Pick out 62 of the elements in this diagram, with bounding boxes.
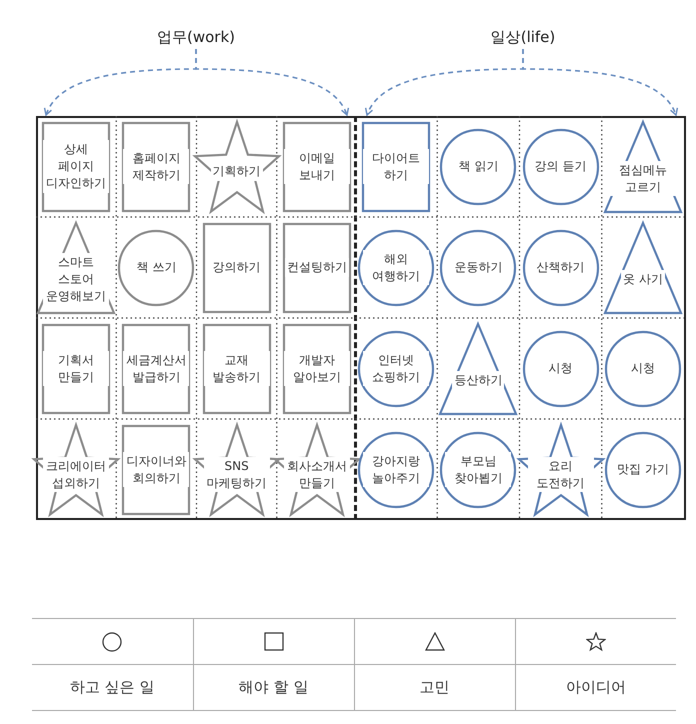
star-shape	[34, 424, 118, 514]
circle-shape	[119, 230, 194, 304]
dashed-arrow	[522, 49, 678, 116]
square-shape	[284, 224, 350, 312]
square-shape	[204, 224, 270, 312]
item-label: 회사소개서 만들기	[284, 456, 350, 492]
item-label: 이메일 보내기	[284, 148, 350, 184]
circle-shape	[359, 432, 434, 506]
category-title: 일상(life)	[463, 26, 583, 48]
item-label: 부모님 찾아뵙기	[445, 452, 512, 488]
star-shape	[518, 424, 603, 514]
circle-shape	[441, 230, 516, 304]
category-title: 업무(work)	[136, 26, 256, 48]
item-label: 크리에이터 섭외하기	[43, 456, 110, 492]
item-label: 디자이너와 회의하기	[123, 452, 190, 488]
square-shape	[123, 426, 190, 514]
legend-text: 하고 싶은 일	[70, 678, 155, 696]
item-label: 등산하기	[452, 371, 504, 390]
circle-shape	[441, 130, 516, 204]
square-shape	[123, 122, 190, 210]
item-label: 인터넷 쇼핑하기	[363, 350, 430, 386]
item-label: 해외 여행하기	[363, 250, 430, 286]
star-shape	[194, 122, 279, 212]
circle-shape	[524, 332, 598, 406]
item-label: 개발자 알아보기	[284, 350, 350, 386]
star-shape	[194, 424, 279, 514]
item-label: 홈페이지 제작하기	[123, 148, 190, 184]
circle-shape	[359, 332, 434, 406]
circle-shape	[441, 432, 516, 506]
legend-text: 아이디어	[566, 678, 626, 696]
item-label: 다이어트 하기	[363, 148, 430, 184]
triangle-shape	[604, 222, 681, 312]
item-label: 강아지랑 놀아주기	[363, 452, 430, 488]
item-label: 점심메뉴 고르기	[610, 160, 676, 196]
item-label: 교재 발송하기	[204, 350, 270, 386]
legend-text: 고민	[420, 678, 450, 696]
item-label: 세금계산서 발급하기	[123, 350, 190, 386]
star-shape	[274, 424, 359, 514]
legend-text: 해야 할 일	[238, 678, 308, 696]
item-label: 스마트 스토어 운영해보기	[43, 253, 110, 306]
square-shape	[284, 324, 350, 412]
item-label: SNS 마케팅하기	[204, 456, 270, 492]
dashed-arrow	[195, 49, 348, 116]
square-shape	[123, 324, 190, 412]
item-label: 기획서 만들기	[43, 350, 110, 386]
square-shape	[204, 324, 270, 412]
triangle-shape	[440, 324, 516, 414]
square-shape	[43, 324, 110, 412]
circle-shape	[524, 130, 598, 204]
square-shape	[43, 122, 110, 210]
triangle-shape	[38, 222, 114, 312]
grid-panel	[357, 116, 686, 520]
circle-shape	[606, 332, 680, 406]
square-shape	[363, 122, 430, 210]
item-label: 상세 페이지 디자인하기	[43, 140, 110, 193]
circle-shape	[606, 432, 680, 506]
item-label: 컨설팅하기	[284, 258, 349, 277]
circle-shape	[359, 230, 434, 304]
item-label: 요리 도전하기	[528, 456, 594, 492]
triangle-shape	[604, 122, 681, 212]
square-shape	[284, 122, 350, 210]
circle-shape	[524, 230, 598, 304]
